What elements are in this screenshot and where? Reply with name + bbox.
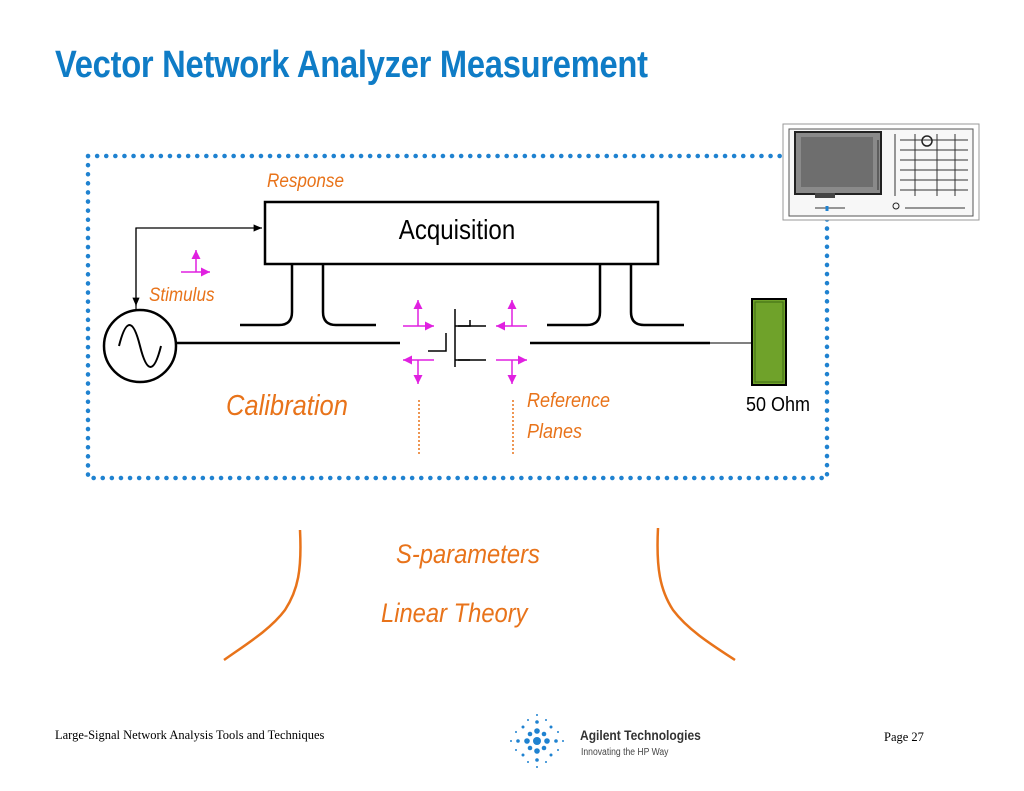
sine-wave-icon [118,324,162,368]
page-number: Page 27 [884,730,924,744]
bracket-curves [223,527,736,662]
linear-theory-label: Linear Theory [381,599,529,629]
acquisition-label: Acquisition [399,213,515,245]
stimulus-wave-icon [181,250,210,277]
wave-arrows [403,300,527,384]
brand-name: Agilent Technologies [580,727,701,743]
acquisition-box [263,200,660,266]
footer-course-title: Large-Signal Network Analysis Tools and … [55,728,325,742]
calibration-label: Calibration [226,388,348,421]
dut-transistor [428,309,486,367]
reference-label-line1: Reference [527,390,610,412]
stimulus-label: Stimulus [149,284,215,305]
load-label: 50 Ohm [746,394,810,416]
slide-title: Vector Network Analyzer Measurement [55,44,648,86]
brand-tagline: Innovating the HP Way [581,747,669,758]
couplers [240,264,684,327]
load-resistor [751,298,787,386]
reference-plane-lines [418,400,514,455]
reference-label-line2: Planes [527,421,582,443]
vna-instrument-image [782,123,980,221]
agilent-logo-icon [510,714,564,768]
dotted-boundary [85,153,830,481]
response-label: Response [267,170,344,191]
sparameters-label: S-parameters [396,540,540,570]
